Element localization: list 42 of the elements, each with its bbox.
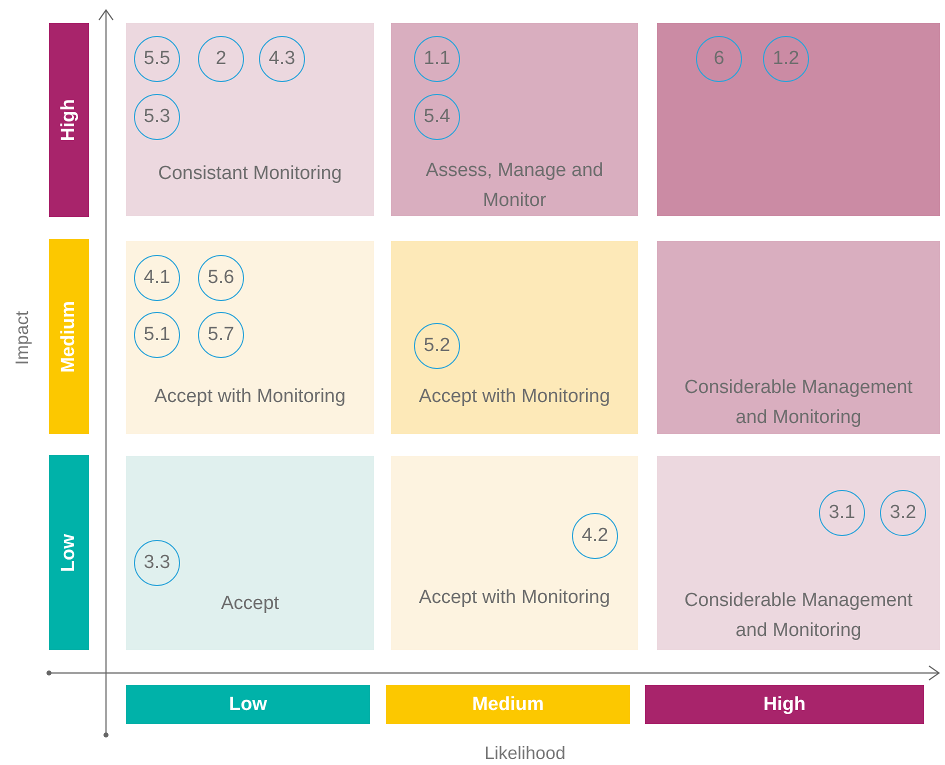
risk-cell [657,23,940,216]
risk-cell [126,23,374,216]
risk-marker: 5.1 [134,312,180,358]
level-header: Medium [49,239,89,434]
cell-label: Consistant Monitoring [157,162,343,186]
level-header: High [49,23,89,217]
risk-cell [391,23,638,216]
level-header: High [645,685,924,724]
risk-marker: 3.3 [134,540,180,586]
risk-marker: 5.5 [134,36,180,82]
risk-marker: 3.1 [819,490,865,536]
cell-label: Considerable Management and Monitoring [683,589,914,643]
level-header: Low [49,455,89,650]
level-header: Low [126,685,370,724]
risk-marker: 6 [696,36,742,82]
cell-label: Accept with Monitoring [153,385,347,409]
risk-marker: 5.6 [198,255,244,301]
risk-cell [657,456,940,650]
risk-cell [657,241,940,434]
cell-label: Accept [220,592,280,616]
risk-marker: 5.2 [414,323,460,369]
risk-marker: 4.1 [134,255,180,301]
cell-label: Considerable Management and Monitoring [683,376,914,430]
risk-cell [126,456,374,650]
risk-marker: 2 [198,36,244,82]
risk-cell [391,241,638,434]
risk-marker: 5.7 [198,312,244,358]
risk-marker: 5.4 [414,94,460,140]
risk-marker: 5.3 [134,94,180,140]
cell-label: Accept with Monitoring [418,586,612,610]
level-header: Medium [386,685,630,724]
risk-cell [391,456,638,650]
cell-label: Accept with Monitoring [418,385,612,409]
risk-marker: 4.2 [572,513,618,559]
axis-title: Likelihood [484,742,566,764]
risk-cell [126,241,374,434]
risk-marker: 1.1 [414,36,460,82]
risk-marker: 3.2 [880,490,926,536]
risk-marker: 1.2 [763,36,809,82]
axis-title: Impact [12,311,32,366]
risk-marker: 4.3 [259,36,305,82]
cell-label: Assess, Manage and Monitor [424,159,604,213]
